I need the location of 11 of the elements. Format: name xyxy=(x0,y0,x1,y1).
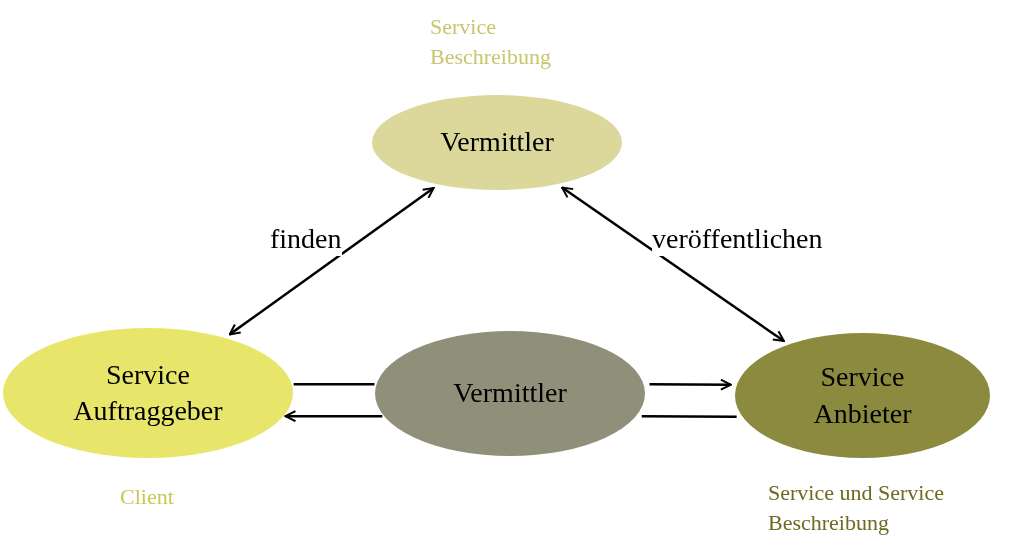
node-label: Service Auftraggeber xyxy=(72,357,224,428)
node-caption: Service und Service Beschreibung xyxy=(768,479,945,537)
arrow xyxy=(561,186,785,343)
node-label: Service Anbieter xyxy=(812,360,913,431)
node-caption: Client xyxy=(120,483,175,511)
node-caption: Service Beschreibung xyxy=(430,13,552,71)
arrow xyxy=(228,186,435,336)
node-label: Vermittler xyxy=(452,376,568,411)
node-label: Vermittler xyxy=(439,125,555,160)
arrow xyxy=(284,410,383,423)
arrow xyxy=(649,378,732,391)
